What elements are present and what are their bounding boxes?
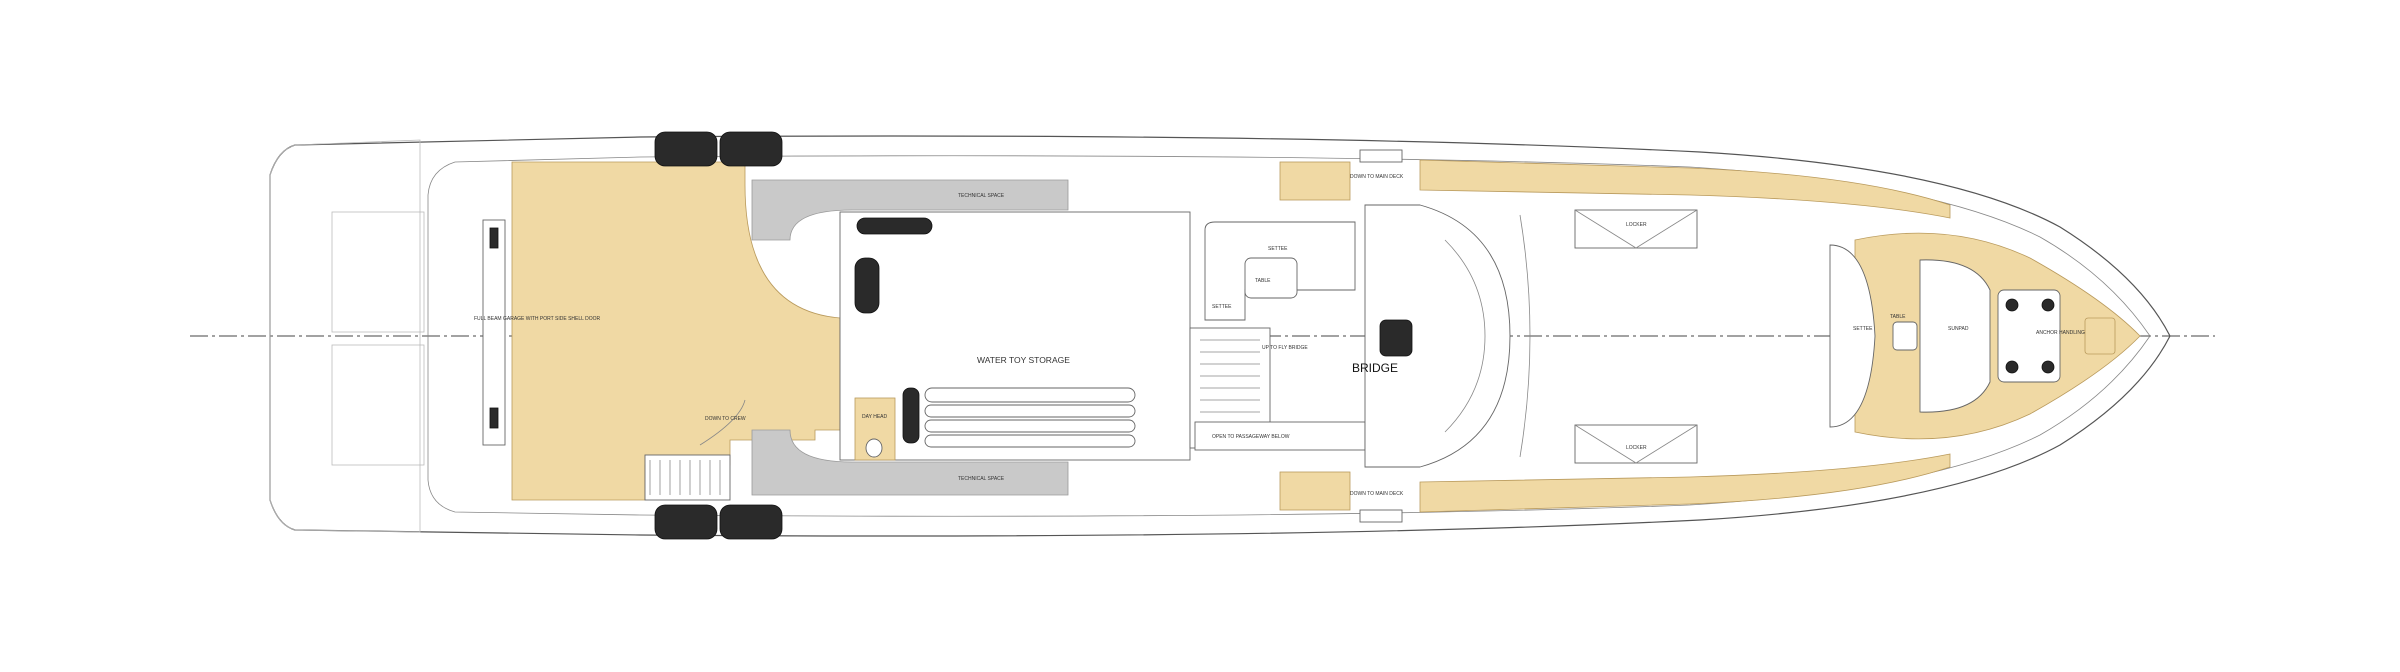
jetski-bottom <box>902 387 920 444</box>
bridge-console <box>1364 204 1511 468</box>
dashboard <box>1444 239 1486 433</box>
gate-bottom <box>1359 509 1403 523</box>
sunpad-label: SUNPAD <box>1948 326 1969 332</box>
technical-space-top <box>751 179 1069 241</box>
fwd-settee-label: SETTEE <box>1853 326 1873 332</box>
down-to-main-deck-top: DOWN TO MAIN DECK <box>1350 174 1404 180</box>
windlass-4 <box>2041 360 2055 374</box>
anchor-handling-label: ANCHOR HANDLING <box>2036 330 2085 336</box>
water-toy-storage-label: WATER TOY STORAGE <box>977 355 1070 365</box>
stair-pad-top <box>1279 161 1351 201</box>
garage-hatch <box>482 219 506 446</box>
garage-label: FULL BEAM GARAGE WITH PORT SIDE SHELL DO… <box>474 316 601 322</box>
down-to-main-deck-bottom: DOWN TO MAIN DECK <box>1350 491 1404 497</box>
open-to-passageway <box>1194 421 1366 451</box>
platform-panel-top <box>331 211 425 333</box>
technical-space-bottom-label: TECHNICAL SPACE <box>958 476 1005 482</box>
bow-hatch <box>2084 317 2116 355</box>
hull-outline <box>269 135 2171 537</box>
tender-stack <box>924 387 1136 448</box>
aft-stairs <box>644 399 746 501</box>
windlass-3 <box>2005 360 2019 374</box>
paddleboard <box>856 217 933 235</box>
aft-stair-note: DOWN TO CREW <box>705 416 746 422</box>
fwd-settee <box>1829 244 1876 428</box>
anchor-area <box>1997 289 2061 383</box>
garage-crane-base <box>489 407 499 429</box>
side-deck-teak-bottom <box>1419 453 1951 513</box>
aft-teak-deck <box>511 161 841 501</box>
deck-edge <box>427 155 2151 517</box>
locker-bottom <box>1574 424 1698 464</box>
fwd-table <box>1892 321 1918 351</box>
lounge-table-label: TABLE <box>1255 278 1271 284</box>
locker-top <box>1574 209 1698 249</box>
open-to-passageway-label: OPEN TO PASSAGEWAY BELOW <box>1212 434 1290 440</box>
locker-top-label: LOCKER <box>1626 222 1647 228</box>
windlass-1 <box>2005 298 2019 312</box>
windlass-2 <box>2041 298 2055 312</box>
stair-pad-bottom <box>1279 471 1351 511</box>
side-deck-teak-top <box>1419 159 1951 219</box>
fenders-top <box>654 131 783 167</box>
day-head-label: DAY HEAD <box>862 414 887 420</box>
bridge-rail <box>1519 214 1531 458</box>
helm-chair <box>1379 319 1413 357</box>
platform-panel-bottom <box>331 344 425 466</box>
up-to-bridge-label: UP TO FLY BRIDGE <box>1262 345 1308 351</box>
lounge-table <box>1244 257 1298 299</box>
technical-space-top-label: TECHNICAL SPACE <box>958 193 1005 199</box>
lounge-settee-label: SETTEE <box>1268 246 1288 252</box>
technical-space-bottom <box>751 429 1069 496</box>
fwd-table-label: TABLE <box>1890 314 1906 320</box>
swim-platform <box>269 139 421 533</box>
garage-crane <box>489 227 499 249</box>
fenders-bottom <box>654 504 783 540</box>
sunpad <box>1919 259 1991 413</box>
water-toy-storage <box>839 211 1191 461</box>
locker-bottom-label: LOCKER <box>1626 445 1647 451</box>
lounge-settee-left-label: SETTEE <box>1212 304 1232 310</box>
jetski-top <box>854 257 880 314</box>
gate-top <box>1359 149 1403 163</box>
toilet-icon <box>865 438 883 458</box>
bridge-label: BRIDGE <box>1352 361 1398 375</box>
